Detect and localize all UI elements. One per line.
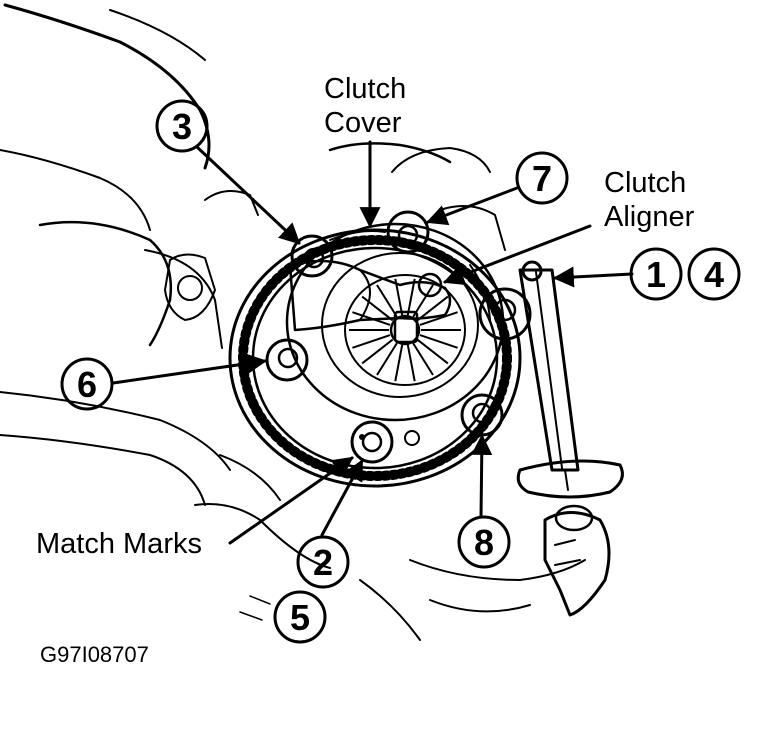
svg-text:7: 7 <box>532 158 552 199</box>
callout-2: 2 <box>296 535 350 589</box>
bolt-highlight-circles <box>265 210 532 464</box>
spring-finger <box>416 338 449 365</box>
figure-code: G97I08707 <box>40 642 149 667</box>
spring-finger <box>406 344 416 382</box>
callout-3: 3 <box>155 99 209 153</box>
clutch-cover-label-line1: Clutch <box>324 73 406 105</box>
svg-text:8: 8 <box>474 522 494 563</box>
svg-text:3: 3 <box>172 106 192 147</box>
spring-finger <box>416 295 449 322</box>
svg-text:1: 1 <box>646 254 666 295</box>
svg-text:2: 2 <box>313 542 333 583</box>
clutch-aligner-tool <box>288 259 452 344</box>
spring-finger <box>412 342 434 376</box>
match-marks-label: Match Marks <box>36 528 202 560</box>
torque-wrench <box>516 260 624 617</box>
spring-hub <box>389 314 421 346</box>
spring-finger <box>361 295 394 322</box>
diaphragm-spring <box>349 278 461 382</box>
clutch-cover <box>285 222 505 422</box>
spring-finger <box>376 284 398 318</box>
callout-5: 5 <box>273 590 327 644</box>
spring-finger <box>406 278 416 316</box>
svg-text:5: 5 <box>290 597 310 638</box>
clutch-aligner-label-line1: Clutch <box>604 167 686 199</box>
clutch-aligner-label-line2: Aligner <box>604 201 695 233</box>
leader-lines <box>111 140 634 545</box>
spring-finger <box>376 342 398 376</box>
spring-finger <box>352 334 391 349</box>
spring-finger <box>419 311 458 326</box>
clutch-cover-bolts <box>277 224 517 453</box>
callout-4: 4 <box>687 247 741 301</box>
spring-finger <box>419 334 458 349</box>
spring-finger <box>394 344 404 382</box>
spring-finger <box>361 338 394 365</box>
callout-6: 6 <box>60 357 114 411</box>
callout-7: 7 <box>515 151 569 205</box>
callout-8: 8 <box>457 515 511 569</box>
svg-text:6: 6 <box>77 364 97 405</box>
callout-1: 1 <box>629 247 683 301</box>
svg-text:4: 4 <box>704 254 724 295</box>
clutch-cover-label-line2: Cover <box>324 107 402 139</box>
